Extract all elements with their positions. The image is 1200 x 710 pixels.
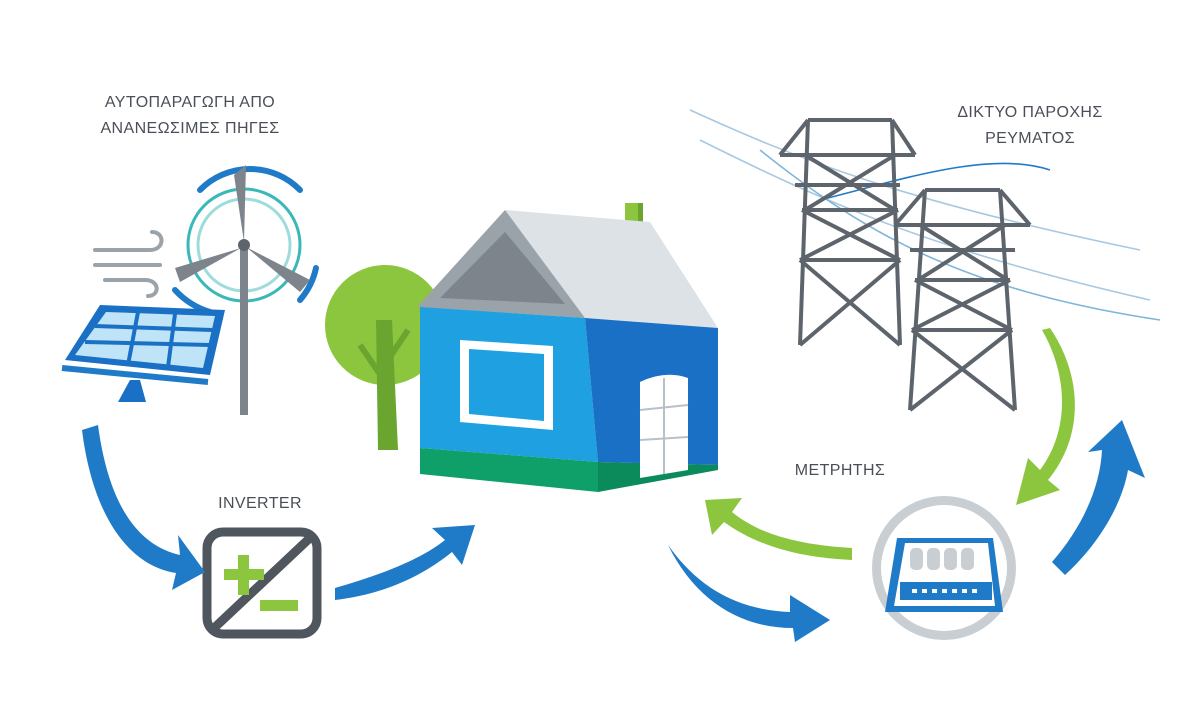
- grid-label-line2: ΡΕΥΜΑΤΟΣ: [985, 130, 1075, 147]
- renewables-label-line1: ΑΥΤΟΠΑΡΑΓΩΓΗ ΑΠΟ: [104, 94, 276, 111]
- arrow-grid-to-meter: [1016, 328, 1075, 505]
- inverter-label-text: INVERTER: [218, 495, 302, 512]
- house-icon: [417, 203, 718, 492]
- tree-icon: [325, 265, 445, 450]
- inverter-label: INVERTER: [190, 491, 330, 517]
- grid-label: ΔΙΚΤΥΟ ΠΑΡΟΧΗΣ ΡΕΥΜΑΤΟΣ: [900, 100, 1160, 152]
- arrow-meter-to-grid: [1052, 420, 1145, 575]
- flow-arrows: [82, 328, 1145, 642]
- arrow-house-to-meter: [668, 545, 830, 642]
- arrow-inverter-to-house: [335, 525, 475, 600]
- grid-label-line1: ΔΙΚΤΥΟ ΠΑΡΟΧΗΣ: [957, 104, 1103, 121]
- meter-label: ΜΕΤΡΗΤΗΣ: [760, 458, 920, 484]
- wind-icon: [93, 230, 164, 298]
- electric-meter-icon: [872, 496, 1016, 640]
- renewables-label: ΑΥΤΟΠΑΡΑΓΩΓΗ ΑΠΟ ΑΝΑΝΕΩΣΙΜΕΣ ΠΗΓΕΣ: [60, 90, 320, 142]
- inverter-icon: [202, 527, 322, 639]
- arrow-meter-to-house: [705, 498, 852, 560]
- power-pylon-icon: [893, 188, 1032, 412]
- meter-label-text: ΜΕΤΡΗΤΗΣ: [794, 462, 886, 479]
- renewables-label-line2: ΑΝΑΝΕΩΣΙΜΕΣ ΠΗΓΕΣ: [100, 120, 280, 137]
- wind-turbine-icon: [172, 165, 319, 415]
- arrow-solar-to-inverter: [82, 425, 205, 590]
- power-pylon-icon: [778, 118, 917, 347]
- solar-panel-icon: [61, 305, 225, 402]
